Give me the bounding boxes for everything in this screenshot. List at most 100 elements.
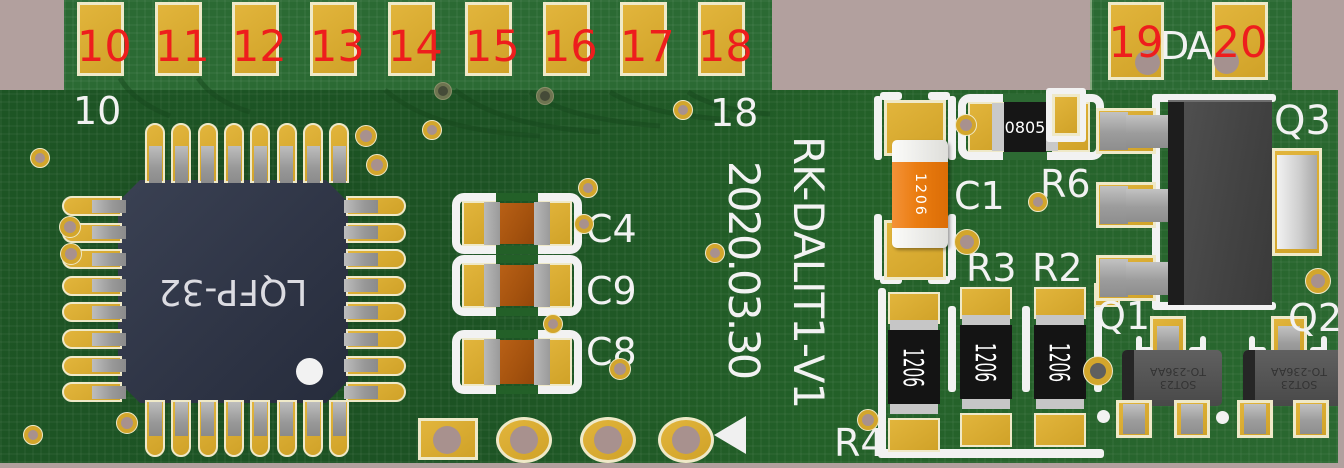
chip-pin xyxy=(201,146,215,183)
silk-label-r4: R4 xyxy=(834,421,885,465)
cap-end xyxy=(534,264,550,307)
via xyxy=(30,148,50,168)
pad-number-10: 10 xyxy=(77,22,132,72)
via xyxy=(954,229,980,255)
via xyxy=(955,114,977,136)
res-cap xyxy=(1036,315,1084,327)
res-cap xyxy=(962,315,1010,327)
resistor-r4: 1206 xyxy=(888,292,940,452)
chip-pin xyxy=(344,279,378,293)
silk-label-pin18: 18 xyxy=(710,91,759,135)
silk-label-q2: Q2 xyxy=(1288,296,1343,340)
via-hole xyxy=(371,159,383,171)
res-cap xyxy=(1036,397,1084,409)
via-hole xyxy=(678,105,688,115)
mount-pad-round-3 xyxy=(658,417,714,463)
via-hole xyxy=(427,125,437,135)
cap-end xyxy=(484,264,500,307)
via xyxy=(857,409,879,431)
cap-end xyxy=(534,339,550,385)
chip-pin xyxy=(332,146,346,183)
pad-number-19: 19 xyxy=(1108,18,1164,68)
chip-pin xyxy=(92,199,126,213)
silk-label-c4: C4 xyxy=(586,207,637,251)
via-hole xyxy=(710,248,720,258)
chip-pin xyxy=(280,402,294,436)
via-hole xyxy=(548,319,558,329)
chip-pin xyxy=(280,146,294,183)
chip-pin xyxy=(344,199,378,213)
via-hole xyxy=(614,363,626,375)
cap-end xyxy=(484,339,500,385)
via xyxy=(1305,268,1331,294)
via xyxy=(543,314,563,334)
pad-number-16: 16 xyxy=(543,22,598,72)
via xyxy=(23,425,43,445)
silk-label-q1: Q1 xyxy=(1096,294,1151,338)
silk-dot xyxy=(1216,411,1229,424)
silk-label-pin10: 10 xyxy=(73,89,122,133)
capacitor-c1: 1206 xyxy=(892,140,948,248)
via xyxy=(60,243,82,265)
pad-number-15: 15 xyxy=(465,22,520,72)
chip-pin xyxy=(306,146,320,183)
res-code: 1206 xyxy=(969,342,1003,382)
via xyxy=(355,125,377,147)
chip-body: LQFP-32 xyxy=(118,180,348,403)
resistor-r2: 1206 xyxy=(1034,287,1086,447)
via-hole xyxy=(360,130,372,142)
chip-pin xyxy=(92,332,126,346)
silk-label-c9: C9 xyxy=(586,269,637,313)
r6-code: 0805 xyxy=(1004,117,1046,137)
via-hole xyxy=(35,153,45,163)
via-hole xyxy=(28,430,38,440)
silk-model: RK-DALIT1-V1 xyxy=(784,135,833,409)
resistor-r3: 1206 xyxy=(960,287,1012,447)
via-hole xyxy=(1090,363,1106,379)
capacitor-c9 xyxy=(452,255,582,316)
q3-tab-pad xyxy=(1272,148,1322,256)
res-cap xyxy=(890,402,938,414)
pad-number-17: 17 xyxy=(620,22,675,72)
via-hole xyxy=(65,248,77,260)
via-hole xyxy=(1033,197,1043,207)
via xyxy=(59,216,81,238)
via xyxy=(536,87,554,105)
chip-pin xyxy=(253,146,267,183)
transistor-q3 xyxy=(1168,100,1272,305)
via xyxy=(422,120,442,140)
pad-number-11: 11 xyxy=(155,22,210,72)
via xyxy=(1083,356,1113,386)
res-pad xyxy=(960,413,1012,447)
chip-pin xyxy=(332,402,346,436)
res-body: 1206 xyxy=(960,325,1012,399)
via xyxy=(705,243,725,263)
chip-pin xyxy=(92,359,126,373)
via xyxy=(609,358,631,380)
via xyxy=(574,214,594,234)
silk-date: 2020.03.30 xyxy=(718,160,768,378)
via-hole xyxy=(960,235,974,249)
edge-pad-17 xyxy=(620,2,667,76)
chip-pin xyxy=(92,226,126,240)
cap-ceramic xyxy=(500,265,534,306)
chip-pin xyxy=(344,252,378,266)
res-cap xyxy=(890,320,938,332)
edge-pad-14 xyxy=(388,2,435,76)
res-body: 1206 xyxy=(888,330,940,404)
via xyxy=(673,100,693,120)
via-hole xyxy=(64,221,76,233)
via xyxy=(578,178,598,198)
cap-end xyxy=(534,202,550,245)
res-code: 1206 xyxy=(1043,342,1077,382)
chip-pin xyxy=(344,332,378,346)
via-hole xyxy=(438,86,448,96)
edge-pad-11 xyxy=(155,2,202,76)
pad-20-hole xyxy=(1214,49,1239,74)
res-body: 1206 xyxy=(1034,325,1086,399)
c1-code: 1206 xyxy=(912,173,928,217)
